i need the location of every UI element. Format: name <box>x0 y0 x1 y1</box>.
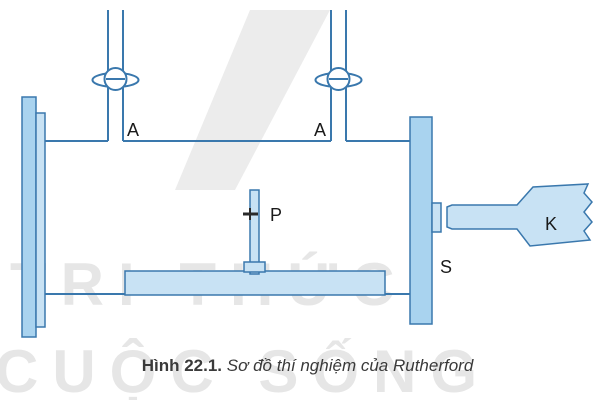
screen-plate <box>409 116 442 325</box>
watermark-swoosh <box>175 10 330 190</box>
watermark: TRI THỨC CUỘC SỐNG <box>0 10 491 400</box>
pin-rod <box>243 189 266 275</box>
label-valve-right: A <box>314 120 326 140</box>
label-screen: S <box>440 257 452 277</box>
caption-figure-number: Hình 22.1. <box>141 356 223 375</box>
left-valve-icon <box>91 67 140 91</box>
label-valve-left: A <box>127 120 139 140</box>
caption-text: Sơ đồ thí nghiệm của Rutherford <box>226 356 474 375</box>
figure-caption: Hình 22.1. Sơ đồ thí nghiệm của Rutherfo… <box>0 356 615 376</box>
left-end-plate <box>21 96 46 338</box>
support-bar <box>124 270 386 296</box>
right-valve-icon <box>314 67 363 91</box>
label-pin: P <box>270 205 282 225</box>
label-source: K <box>545 214 557 234</box>
microscope-K <box>446 183 593 247</box>
watermark-line2: CUỘC SỐNG <box>0 338 491 400</box>
